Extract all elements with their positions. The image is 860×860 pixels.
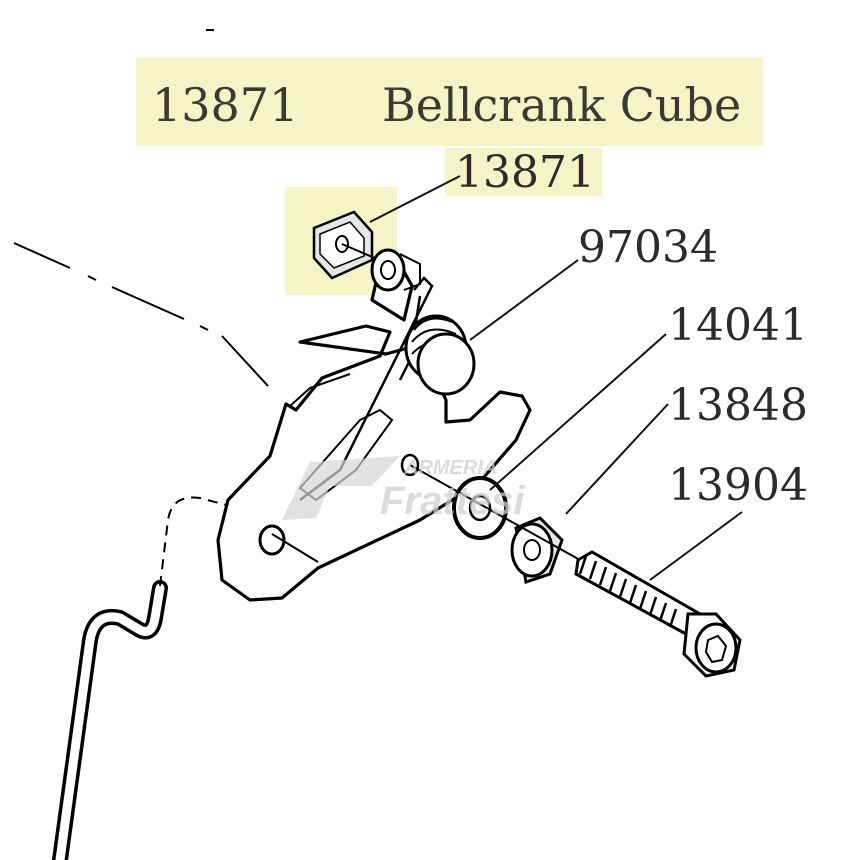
title-highlight — [136, 58, 763, 146]
spacer — [510, 516, 564, 584]
title-part-number: 13871 — [152, 78, 298, 132]
bellcrank-cube — [312, 210, 385, 280]
leader-13904 — [649, 511, 743, 581]
title-part-name: Bellcrank Cube — [382, 78, 741, 132]
linkage-rod-inner — [55, 583, 165, 860]
assembly-axis — [409, 464, 581, 561]
lower-pin — [271, 533, 319, 563]
watermark: ARMERIA Frattesi — [282, 456, 525, 523]
bellcrank-plate-inner-edge — [289, 373, 351, 407]
leader-97034 — [469, 259, 579, 341]
socket-head-screw — [574, 550, 742, 678]
callout-13871-highlight — [445, 148, 602, 196]
leader-13871 — [369, 175, 461, 223]
axis-centerline — [13, 242, 269, 387]
callout-label-14041: 14041 — [668, 300, 808, 351]
washer — [452, 476, 508, 540]
callout-label-13904: 13904 — [668, 460, 808, 511]
leader-14041 — [489, 333, 667, 491]
bellcrank-lower-hole — [258, 524, 286, 556]
callout-label-13848: 13848 — [668, 380, 808, 431]
roller — [370, 248, 421, 292]
watermark-bottom-text: Frattesi — [380, 479, 525, 523]
callout-label-97034: 97034 — [578, 222, 718, 273]
watermark-top-text: ARMERIA — [403, 457, 497, 479]
linkage-rod-dashed — [159, 496, 231, 587]
leader-13848 — [565, 403, 669, 515]
callout-label-13871: 13871 — [455, 147, 595, 198]
